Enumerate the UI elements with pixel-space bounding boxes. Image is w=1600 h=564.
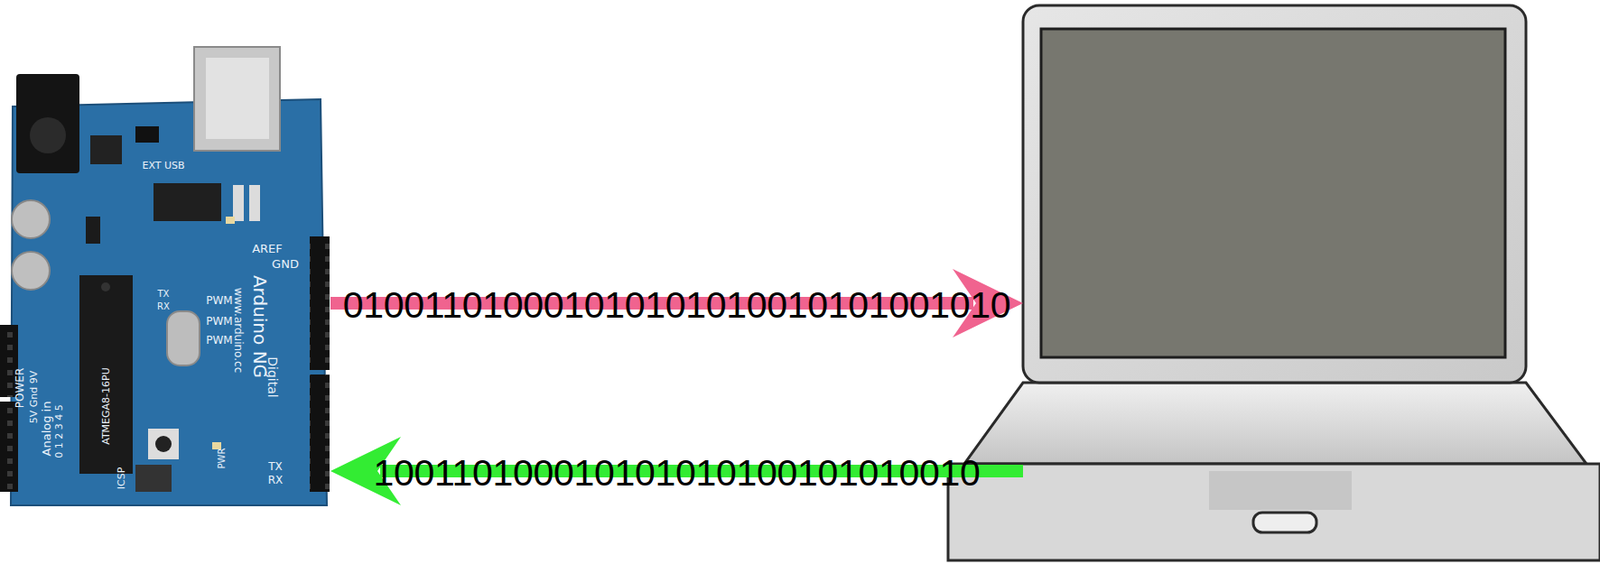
usb-connector xyxy=(194,46,280,151)
silkscreen-label: PWM xyxy=(205,316,233,327)
resistor-array xyxy=(232,185,244,222)
usb-connector-face xyxy=(205,57,270,140)
data-arrow-in xyxy=(330,437,1024,506)
touchpad xyxy=(1209,471,1352,511)
usb-chip xyxy=(153,183,222,222)
microcontroller-chip xyxy=(79,275,133,475)
reset-button-cap xyxy=(155,436,172,453)
binary-data: 010011010001010101010010101001010 xyxy=(343,287,1012,325)
binary-data: 100110100010101010100101010010 xyxy=(372,455,980,493)
silkscreen-label: EXT USB xyxy=(141,160,185,171)
laptop-notch xyxy=(1253,512,1317,533)
silkscreen-label: PWR xyxy=(217,448,227,470)
pin-header xyxy=(309,236,330,371)
silkscreen-label: ATMEGA8-16PU xyxy=(101,367,112,446)
capacitor xyxy=(11,251,50,290)
chip-notch xyxy=(101,282,111,292)
silkscreen-label: RX xyxy=(157,302,170,312)
silkscreen-label: AREF xyxy=(251,242,283,255)
reset-button xyxy=(148,428,179,460)
resistor-array xyxy=(249,185,261,222)
silkscreen-label: www.arduino.cc xyxy=(232,288,244,374)
icsp-header xyxy=(135,465,172,493)
laptop-lid xyxy=(1023,5,1526,383)
silkscreen-label: PWM xyxy=(205,295,233,307)
capacitor xyxy=(11,200,50,239)
arduino-board: AREFGNDPWMPWMPWMDigitalArduino NGwww.ard… xyxy=(9,45,331,508)
laptop-keyboard-deck xyxy=(964,382,1587,465)
silkscreen-label: Analog in xyxy=(40,401,53,457)
data-arrow-out xyxy=(330,269,1024,338)
pin-header xyxy=(0,401,19,493)
power-jack xyxy=(16,74,80,174)
voltage-regulator xyxy=(90,135,122,165)
diode xyxy=(85,216,101,244)
jumper xyxy=(135,126,159,143)
silkscreen-label: RX xyxy=(268,474,284,486)
silkscreen-label: PWM xyxy=(205,334,233,346)
crystal xyxy=(167,311,200,366)
led xyxy=(225,216,235,224)
silkscreen-label: POWER xyxy=(14,368,26,409)
pin-header xyxy=(309,374,330,493)
laptop-base-front xyxy=(948,464,1600,561)
silkscreen-label: ICSP xyxy=(116,467,127,491)
silkscreen-label: 5V Gnd 9V xyxy=(28,371,39,425)
silkscreen-label: GND xyxy=(271,258,299,270)
silkscreen-label: 0 1 2 3 4 5 xyxy=(54,404,65,458)
power-jack-hole xyxy=(29,117,66,154)
laptop-screen xyxy=(1041,28,1506,358)
silkscreen-label: Arduino NG xyxy=(251,275,270,379)
silkscreen-label: TX xyxy=(158,289,170,299)
silkscreen-label: TX xyxy=(268,461,283,473)
laptop xyxy=(1023,5,1600,561)
